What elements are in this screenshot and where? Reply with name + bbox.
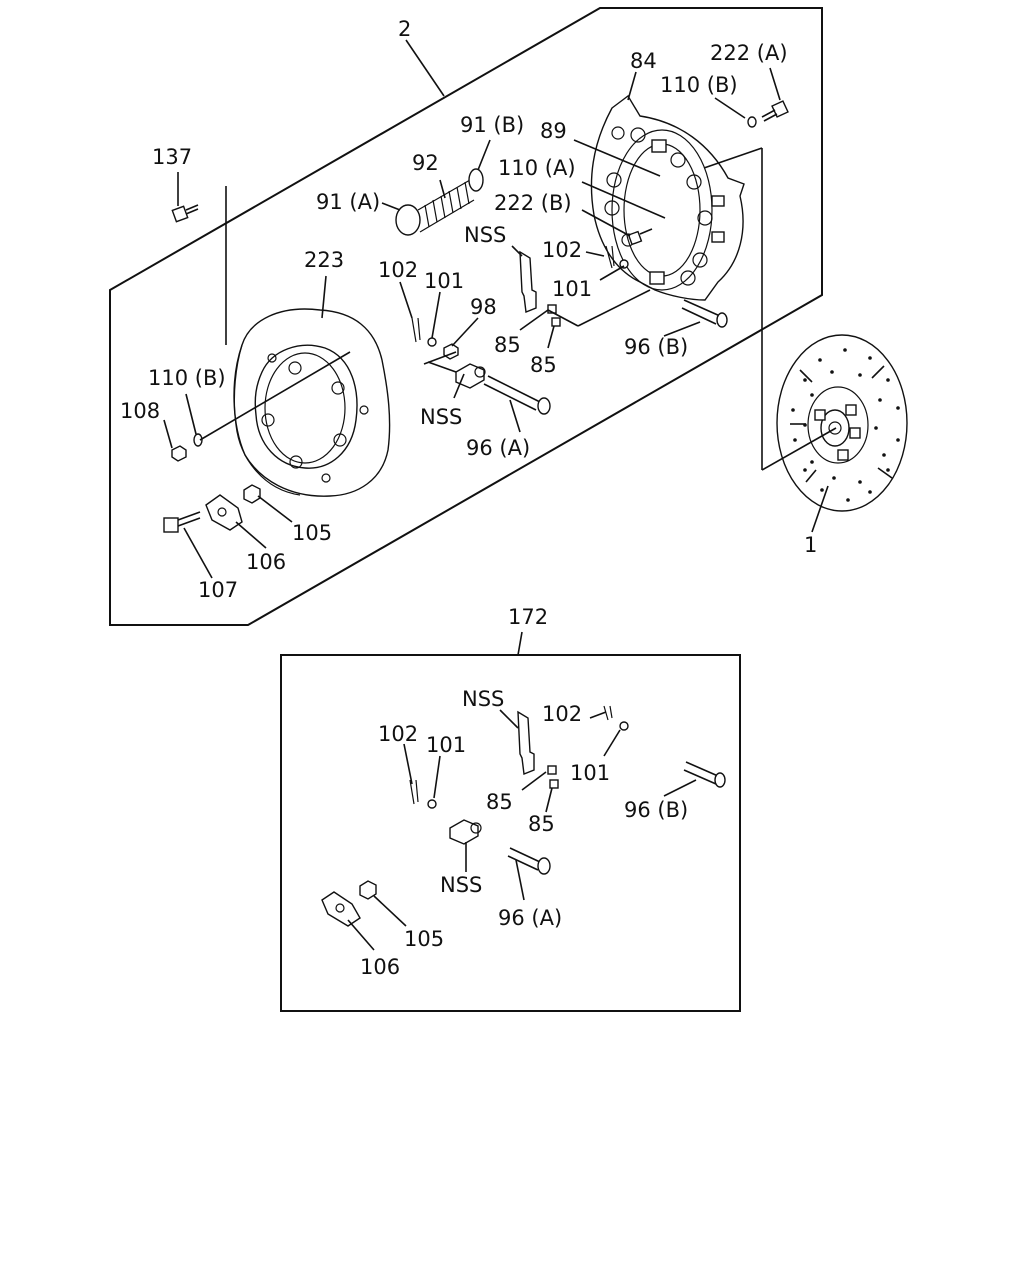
kit-bolt-96a bbox=[507, 847, 551, 875]
kit-label-eye-nss: NSS bbox=[440, 873, 482, 897]
label-assembly: 2 bbox=[398, 17, 411, 41]
label-nut-108: 108 bbox=[120, 399, 160, 423]
kit-label-plate-106: 106 bbox=[360, 955, 400, 979]
label-washer-101-right: 101 bbox=[552, 277, 592, 301]
kit-washer-101-a bbox=[427, 799, 437, 809]
kit-label-washer-101-b: 101 bbox=[570, 761, 610, 785]
washer-101-left bbox=[427, 337, 437, 347]
kit-label-bolt-96b: 96 (B) bbox=[624, 798, 688, 822]
label-pin-85-a: 85 bbox=[494, 333, 521, 357]
label-lever-nss-top: NSS bbox=[464, 223, 506, 247]
label-bolt-222b: 222 (B) bbox=[494, 191, 572, 215]
label-nut-105: 105 bbox=[292, 521, 332, 545]
washer-110b-left bbox=[193, 433, 203, 447]
bolt-96a bbox=[483, 375, 551, 415]
kit-pin-85-b bbox=[549, 779, 559, 789]
kit-label-nut-105: 105 bbox=[404, 927, 444, 951]
kit-label-pin-102-a: 102 bbox=[378, 722, 418, 746]
label-plate-106: 106 bbox=[246, 550, 286, 574]
assembly-frame bbox=[109, 7, 823, 626]
label-washer-101-left: 101 bbox=[424, 269, 464, 293]
clutch-cover-84 bbox=[590, 94, 745, 301]
assembly-leaders bbox=[163, 39, 837, 579]
kit-nut-105 bbox=[359, 880, 377, 900]
label-pin-85-b: 85 bbox=[530, 353, 557, 377]
label-bolt-222a: 222 (A) bbox=[710, 41, 788, 65]
assembly-labels: 2 84 222 (A) 110 (B) 91 (B) 89 92 110 (A… bbox=[120, 17, 817, 602]
label-nut-98: 98 bbox=[470, 295, 497, 319]
eye-nss bbox=[427, 361, 486, 389]
label-plate-89: 89 bbox=[540, 119, 567, 143]
washer-110b-top bbox=[747, 116, 757, 128]
pressure-plate-223 bbox=[233, 308, 391, 497]
kit-label-pin-85-a: 85 bbox=[486, 790, 513, 814]
clutch-disc-1 bbox=[776, 334, 908, 512]
lever-nss-top bbox=[519, 250, 537, 313]
bolt-107 bbox=[163, 511, 201, 533]
pin-102-left bbox=[411, 317, 421, 343]
label-cover-body: 84 bbox=[630, 49, 657, 73]
bolt-222a bbox=[761, 100, 789, 122]
pin-102-right bbox=[605, 245, 615, 269]
nut-105 bbox=[243, 484, 261, 504]
nut-98 bbox=[443, 343, 459, 360]
kit-label-lever-nss: NSS bbox=[462, 687, 504, 711]
kit-pin-102-a bbox=[409, 779, 419, 805]
kit-plate-106 bbox=[321, 891, 361, 927]
label-disc-1: 1 bbox=[804, 533, 817, 557]
kit-frame bbox=[280, 654, 741, 1012]
kit-pin-102-b bbox=[603, 705, 613, 721]
label-seat-91a: 91 (A) bbox=[316, 190, 380, 214]
label-washer-110b-top: 110 (B) bbox=[660, 73, 738, 97]
label-seat-91b: 91 (B) bbox=[460, 113, 524, 137]
plate-106 bbox=[205, 494, 243, 531]
label-kit-172: 172 bbox=[508, 605, 548, 629]
kit-washer-101-b bbox=[619, 721, 629, 731]
kit-label-bolt-96a: 96 (A) bbox=[498, 906, 562, 930]
kit-bolt-96b bbox=[683, 761, 726, 788]
washer-101-right bbox=[619, 259, 629, 269]
kit-parts bbox=[321, 705, 726, 927]
kit-label-pin-85-b: 85 bbox=[528, 812, 555, 836]
bolt-96b bbox=[681, 299, 728, 328]
kit-lever-nss bbox=[517, 710, 535, 775]
label-washer-110a: 110 (A) bbox=[498, 156, 576, 180]
label-eye-nss: NSS bbox=[420, 405, 462, 429]
kit-label-pin-102-b: 102 bbox=[542, 702, 582, 726]
label-bolt-107: 107 bbox=[198, 578, 238, 602]
kit-leaders bbox=[347, 709, 697, 951]
kit-label-washer-101-a: 101 bbox=[426, 733, 466, 757]
label-washer-110b-left: 110 (B) bbox=[148, 366, 226, 390]
label-plate-223: 223 bbox=[304, 248, 344, 272]
pin-85-b bbox=[551, 317, 561, 327]
bolt-137 bbox=[171, 204, 199, 223]
label-pin-102-right: 102 bbox=[542, 238, 582, 262]
spring-92 bbox=[395, 168, 484, 236]
label-bolt-137: 137 bbox=[152, 145, 192, 169]
label-bolt-96a: 96 (A) bbox=[466, 436, 530, 460]
kit-pin-85-a bbox=[547, 765, 557, 775]
kit-labels: NSS 102 102 101 101 85 85 96 (B) NSS 96 … bbox=[360, 687, 688, 979]
label-spring-92: 92 bbox=[412, 151, 439, 175]
label-pin-102-left: 102 bbox=[378, 258, 418, 282]
nut-108 bbox=[171, 445, 187, 462]
bolt-222b bbox=[627, 228, 653, 246]
label-bolt-96b: 96 (B) bbox=[624, 335, 688, 359]
kit-eye-nss bbox=[449, 819, 482, 845]
